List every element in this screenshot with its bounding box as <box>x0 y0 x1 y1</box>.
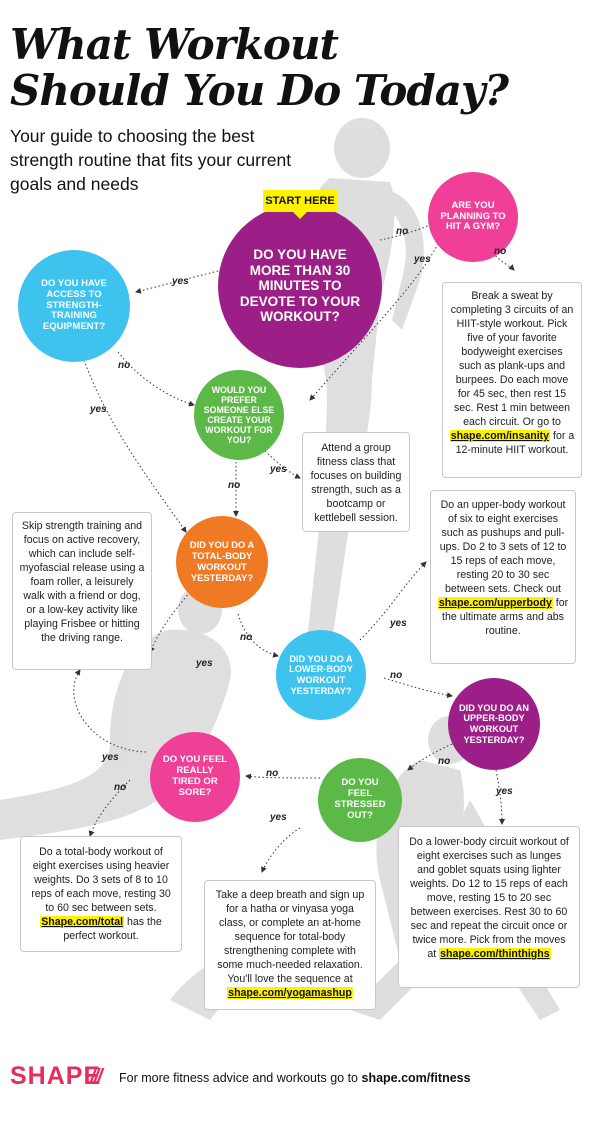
edge-upperq-lower-yes <box>495 769 505 825</box>
link-shape-insanity[interactable]: shape.com/insanity <box>449 430 551 442</box>
link-shape-fitness[interactable]: shape.com/fitness <box>361 1071 471 1085</box>
question-stressed: DO YOU FEEL STRESSED OUT? <box>318 758 402 842</box>
label-yes-upperq-lower: yes <box>496 786 513 797</box>
edge-tired-recovery-yes <box>73 669 147 753</box>
answer-group-class-box: Attend a group fitness class that focuse… <box>302 432 410 532</box>
page-title: What Workout Should You Do Today? <box>10 22 570 114</box>
page-subtitle: Your guide to choosing the best strength… <box>10 126 292 194</box>
answer-total-body-box: Do a total-body workout of eight exercis… <box>20 836 182 952</box>
question-tired: DO YOU FEEL REALLY TIRED OR SORE? <box>150 732 240 822</box>
label-yes-stressed-yoga: yes <box>270 812 287 823</box>
footer-text-copy: For more fitness advice and workouts go … <box>119 1071 359 1085</box>
edge-30min-gym-no <box>379 221 437 241</box>
label-no-gym-hiit: no <box>494 246 507 257</box>
answer-upper-body-box: Do an upper-body workout of six to eight… <box>430 490 576 664</box>
link-shape-yogamashup[interactable]: shape.com/yogamashup <box>227 987 353 999</box>
question-someone-else-text: WOULD YOU PREFER SOMEONE ELSE CREATE YOU… <box>203 384 275 446</box>
question-gym-text: ARE YOU PLANNING TO HIT A GYM? <box>440 199 506 233</box>
edge-gym-someone-yes <box>309 239 441 401</box>
answer-lower-body-box: Do a lower-body circuit workout of eight… <box>398 826 580 988</box>
answer-recovery-box: Skip strength training and focus on acti… <box>12 512 152 670</box>
edge-totalbody-lowerbody-no <box>237 613 279 658</box>
answer-upper-body-after: for the ultimate arms and abs routine. <box>442 597 569 637</box>
label-yes-someone-group: yes <box>270 464 287 475</box>
question-equipment: DO YOU HAVE ACCESS TO STRENGTH-TRAINING … <box>18 250 130 362</box>
question-total-body: DID YOU DO A TOTAL-BODY WORKOUT YESTERDA… <box>176 516 268 608</box>
label-no-30min-gym: no <box>396 226 409 237</box>
label-yes-30min-equipment: yes <box>172 276 189 287</box>
label-no-someone-totalbody: no <box>228 480 241 491</box>
question-gym: ARE YOU PLANNING TO HIT A GYM? <box>428 172 518 262</box>
label-yes-tired-recovery: yes <box>102 752 119 763</box>
label-no-upperq-stressed: no <box>438 756 451 767</box>
question-someone-else: WOULD YOU PREFER SOMEONE ELSE CREATE YOU… <box>194 370 284 460</box>
link-shape-upperbody[interactable]: shape.com/upperbody <box>437 597 553 609</box>
question-lower-body-text: DID YOU DO A LOWER-BODY WORKOUT YESTERDA… <box>289 653 353 696</box>
title-line-1: What Workout <box>10 20 339 69</box>
label-yes-lowerbody-upper: yes <box>390 618 407 629</box>
shape-logo-slashes: /// <box>90 1066 103 1088</box>
answer-hiit-text: Break a sweat by completing 3 circuits o… <box>450 290 574 428</box>
edge-lowerbody-upper-yes <box>359 561 427 641</box>
edge-30min-equipment-yes <box>135 269 223 294</box>
shape-logo: SHAPE <box>10 1062 102 1090</box>
label-yes-totalbody-recovery: yes <box>196 658 213 669</box>
question-upper-body-text: DID YOU DO AN UPPER-BODY WORKOUT YESTERD… <box>459 702 529 745</box>
answer-total-body-after: has the perfect workout. <box>63 916 162 942</box>
answer-recovery-text: Skip strength training and focus on acti… <box>19 520 145 644</box>
answer-lower-body-text: Do a lower-body circuit workout of eight… <box>409 836 569 960</box>
question-total-body-text: DID YOU DO A TOTAL-BODY WORKOUT YESTERDA… <box>189 539 255 583</box>
label-no-equipment-someone: no <box>118 360 131 371</box>
label-no-stressed-tired: no <box>266 768 279 779</box>
label-yes-gym-someone: yes <box>414 254 431 265</box>
answer-yoga-box: Take a deep breath and sign up for a hat… <box>204 880 376 1010</box>
question-tired-text: DO YOU FEEL REALLY TIRED OR SORE? <box>162 754 228 798</box>
question-30-minutes-text: DO YOU HAVE MORE THAN 30 MINUTES TO DEVO… <box>239 247 361 325</box>
link-shape-thinthighs[interactable]: shape.com/thinthighs <box>439 948 551 960</box>
answer-group-class-text: Attend a group fitness class that focuse… <box>310 442 402 524</box>
answer-yoga-text: Take a deep breath and sign up for a hat… <box>215 889 365 985</box>
edge-totalbody-recovery-yes <box>149 591 191 653</box>
question-equipment-text: DO YOU HAVE ACCESS TO STRENGTH-TRAINING … <box>41 277 107 333</box>
start-here-tag: START HERE <box>263 190 337 219</box>
question-upper-body: DID YOU DO AN UPPER-BODY WORKOUT YESTERD… <box>448 678 540 770</box>
label-yes-equipment-totalbody: yes <box>90 404 107 415</box>
question-lower-body: DID YOU DO A LOWER-BODY WORKOUT YESTERDA… <box>276 630 366 720</box>
title-line-2: Should You Do Today? <box>10 66 509 115</box>
label-no-lowerbody-upperq: no <box>390 670 403 681</box>
edge-equipment-totalbody-yes <box>83 359 187 533</box>
edge-lowerbody-upperq-no <box>383 677 453 699</box>
edge-stressed-tired-no <box>245 773 321 780</box>
label-no-totalbody-lowerbody: no <box>240 632 253 643</box>
answer-total-body-text: Do a total-body workout of eight exercis… <box>31 846 171 914</box>
question-stressed-text: DO YOU FEEL STRESSED OUT? <box>334 777 386 821</box>
question-30-minutes: DO YOU HAVE MORE THAN 30 MINUTES TO DEVO… <box>218 204 382 368</box>
edge-stressed-yoga-yes <box>261 827 301 873</box>
label-no-tired-totalbodybox: no <box>114 782 127 793</box>
answer-hiit-box: Break a sweat by completing 3 circuits o… <box>442 282 582 478</box>
answer-upper-body-text: Do an upper-body workout of six to eight… <box>439 499 567 595</box>
answer-hiit-after: for a 12-minute HIIT workout. <box>455 430 575 456</box>
footer-text: For more fitness advice and workouts go … <box>119 1071 471 1085</box>
link-shape-total[interactable]: Shape.com/total <box>40 916 125 928</box>
